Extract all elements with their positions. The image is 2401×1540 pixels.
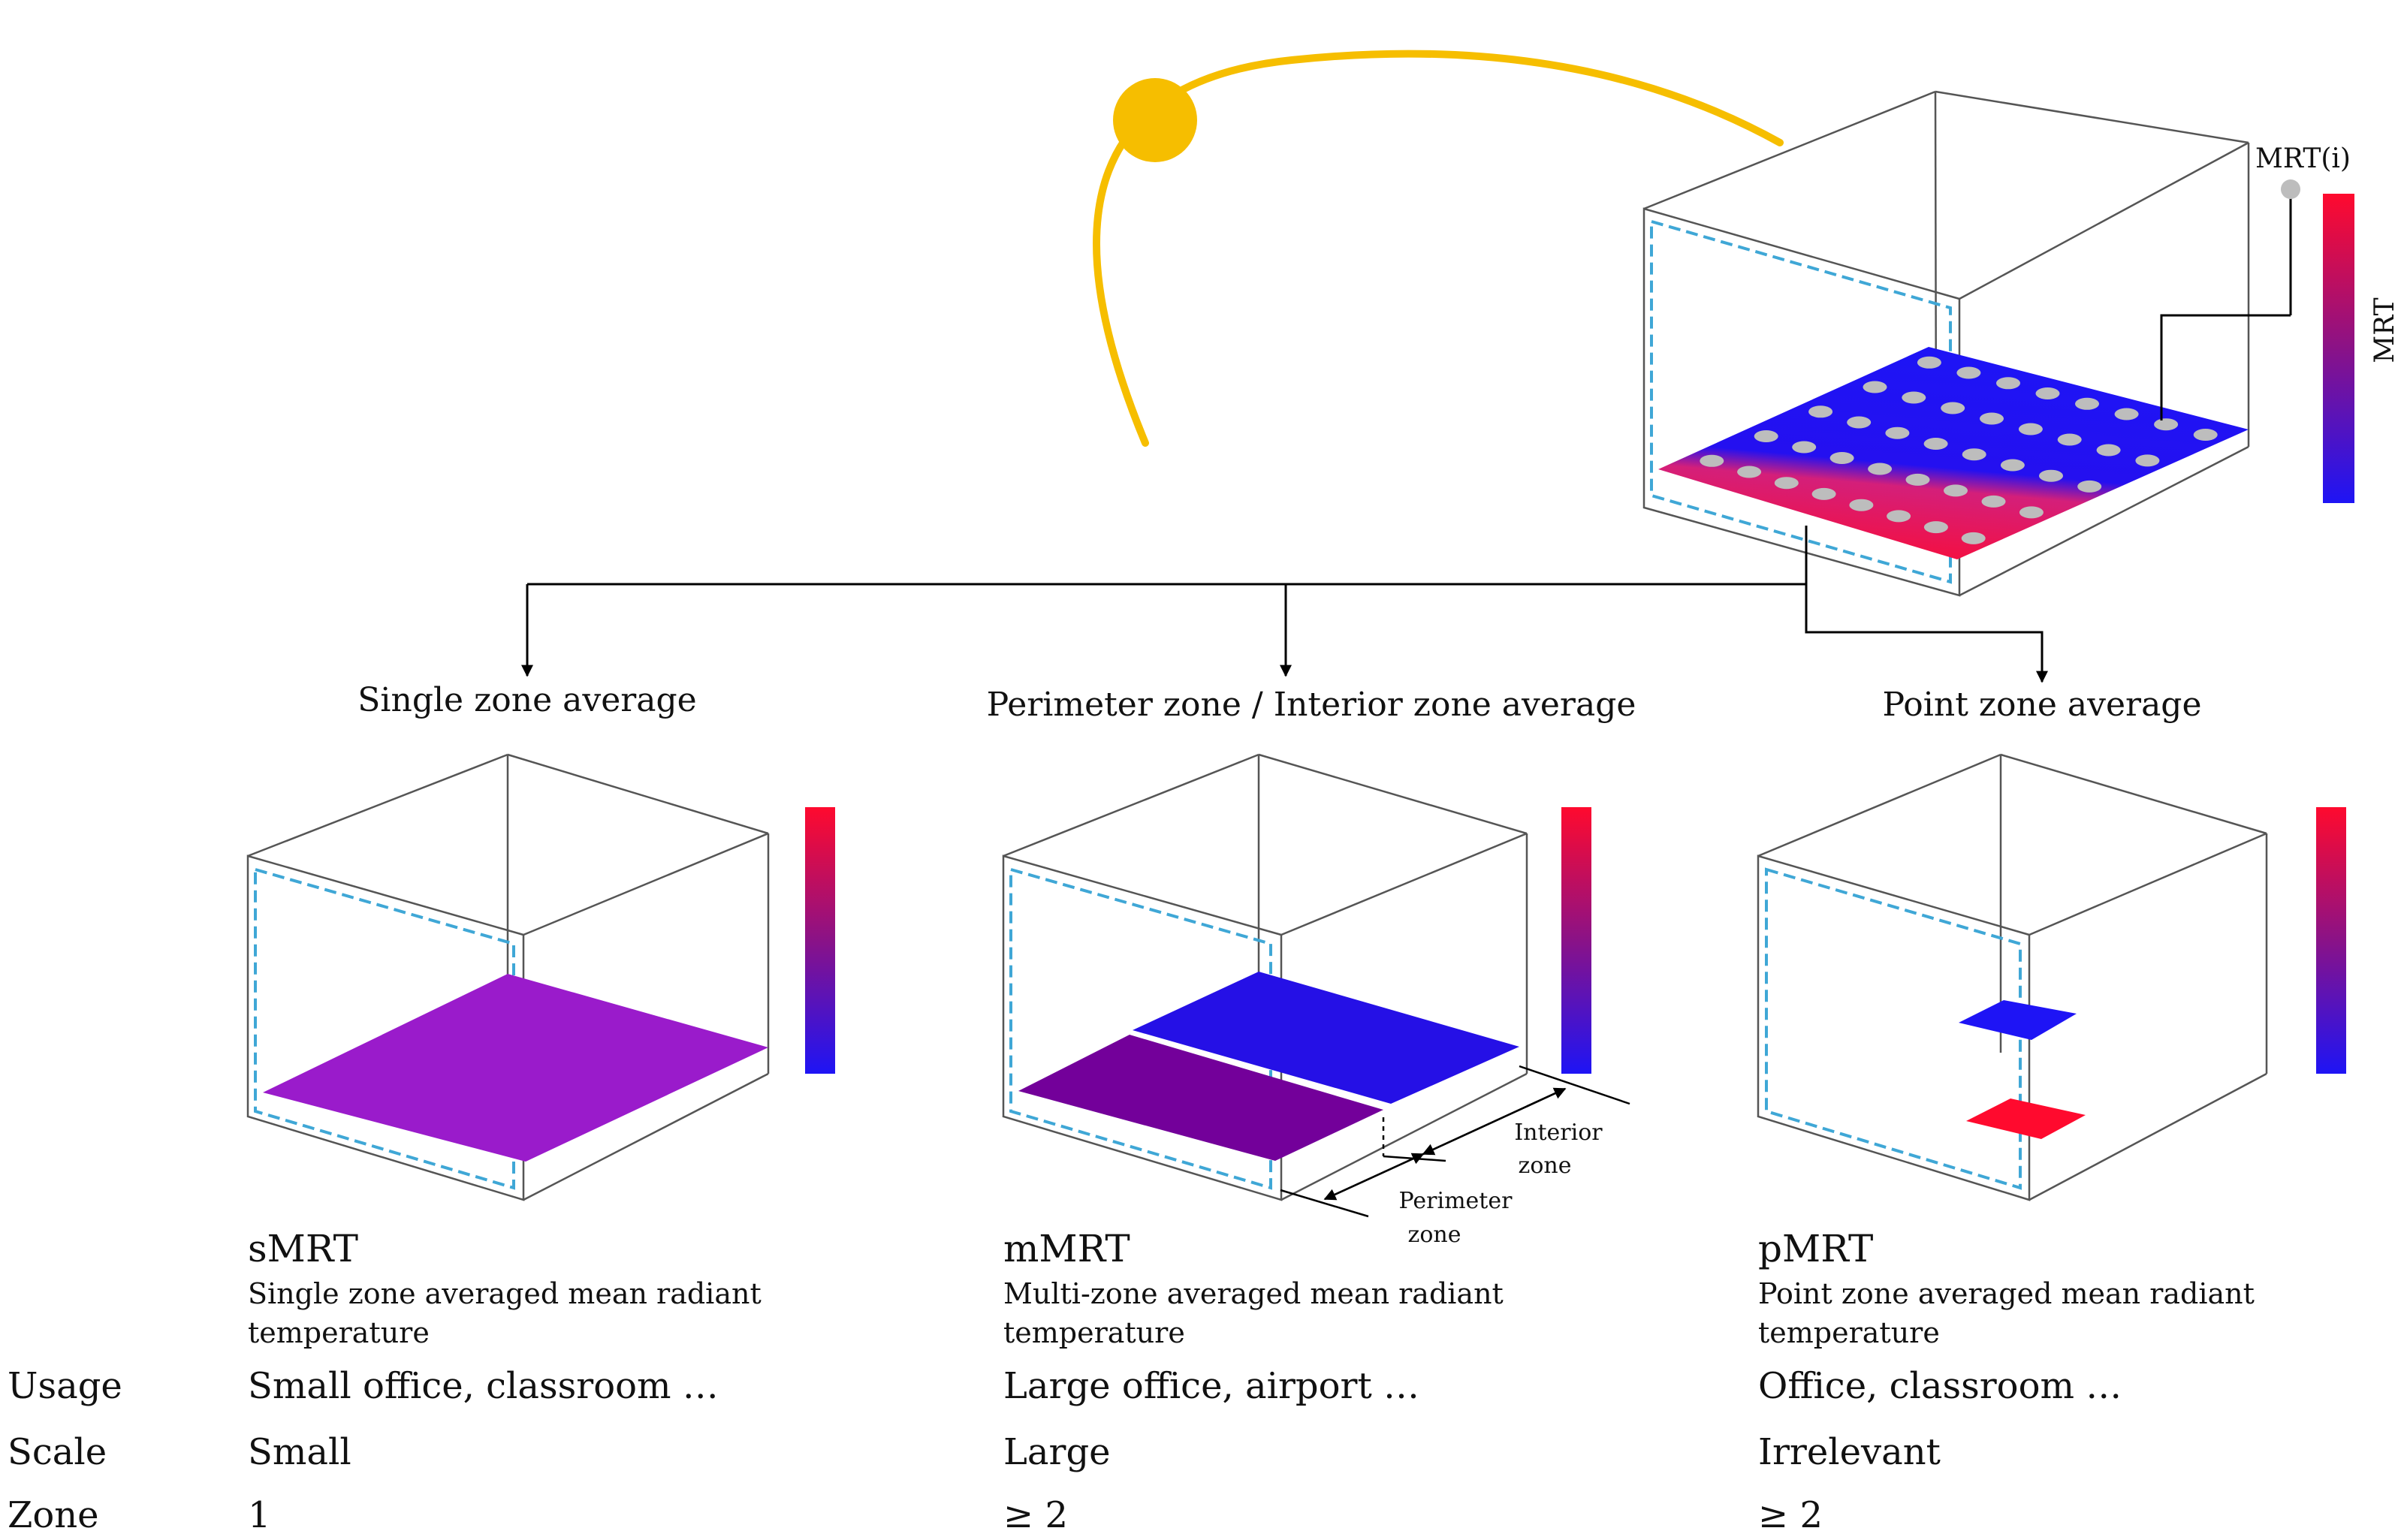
mmrt-interior-zone [1133, 972, 1519, 1104]
heading-point-zone: Point zone average [1882, 686, 2201, 724]
sensor-point [1774, 477, 1799, 490]
mmrt-colorbar [1561, 807, 1591, 1074]
sensor-point [1981, 495, 2006, 508]
sensor-point [2039, 469, 2063, 482]
mrt-sensor-label: MRT(i) [2255, 143, 2351, 174]
smrt-usage: Small office, classroom … [248, 1365, 719, 1407]
smrt-floor-average [263, 974, 768, 1162]
top-window [1650, 219, 1952, 584]
sensor-point [1754, 430, 1778, 442]
sun-path-arc [1093, 50, 1784, 447]
sensor-point [2018, 423, 2043, 435]
sensor-point [1917, 356, 1941, 369]
pmrt-window [1765, 867, 2022, 1190]
smrt-room [246, 753, 835, 1201]
heading-perimeter-interior: Perimeter zone / Interior zone average [987, 686, 1636, 724]
sensor-point [1996, 377, 2020, 390]
pmrt-room [1757, 753, 2346, 1201]
row-label-usage: Usage [8, 1365, 122, 1407]
mrt-sensor-leader [2160, 314, 2291, 420]
mmrt-dimension-lines [1280, 1065, 1630, 1218]
sensor-point [1941, 402, 1965, 414]
mmrt-usage: Large office, airport … [1003, 1365, 1419, 1407]
perimeter-zone-label-2: zone [1408, 1222, 1461, 1248]
sensor-point [2057, 433, 2082, 446]
sun-icon [1113, 78, 1197, 162]
sensor-point [1811, 487, 1836, 500]
sensor-point [1737, 466, 1762, 478]
sensor-point [1863, 381, 1887, 393]
smrt-colorbar [805, 807, 835, 1074]
mmrt-room: Interior zone Perimeter zone [1002, 753, 1630, 1248]
top-colorbar [2323, 194, 2354, 503]
sensor-point [1956, 366, 1981, 379]
pmrt-zone: ≥ 2 [1758, 1494, 1823, 1536]
sensor-point [1962, 448, 1986, 461]
sensor-point [2000, 459, 2025, 472]
pmrt-point-interior [1959, 1000, 2077, 1040]
sensor-point [1700, 454, 1724, 467]
sensor-point [2193, 429, 2218, 441]
sensor-point [2075, 397, 2099, 410]
sensor-point [1792, 441, 1817, 454]
row-label-zone: Zone [8, 1494, 99, 1536]
mmrt-perimeter-zone [1018, 1035, 1383, 1161]
mmrt-desc-line2: temperature [1003, 1316, 1185, 1349]
sensor-point [1849, 499, 1874, 511]
pmrt-colorbar [2316, 807, 2346, 1074]
sensor-point [1944, 484, 1968, 497]
smrt-desc-line1: Single zone averaged mean radiant [248, 1277, 762, 1310]
sensor-point [1923, 521, 1948, 534]
sensor-point [2035, 387, 2060, 399]
sensor-point [1868, 463, 1893, 475]
sensor-point [1847, 416, 1872, 429]
smrt-window [254, 867, 515, 1190]
sensor-point [2154, 418, 2179, 431]
sensor-point [1980, 412, 2004, 425]
sensor-point [2096, 444, 2121, 457]
sensor-point [1902, 391, 1926, 404]
pmrt-abbr: pMRT [1758, 1227, 1873, 1270]
interior-zone-label-2: zone [1519, 1153, 1572, 1179]
sensor-point [1923, 438, 1948, 450]
top-floor-heatmap [1658, 347, 2249, 559]
pmrt-desc-line2: temperature [1758, 1316, 1940, 1349]
pmrt-desc-line1: Point zone averaged mean radiant [1758, 1277, 2255, 1310]
mmrt-desc-line1: Multi-zone averaged mean radiant [1003, 1277, 1504, 1310]
top-scene: MRT(i) MRT [1093, 50, 2400, 597]
connector-lines [521, 526, 2048, 683]
sensor-point [1961, 532, 1986, 544]
mmrt-window [1009, 867, 1272, 1190]
mrt-sensor-icon [2281, 179, 2300, 199]
interior-zone-label-1: Interior [1514, 1120, 1603, 1146]
row-label-scale: Scale [8, 1431, 107, 1473]
smrt-abbr: sMRT [248, 1227, 358, 1270]
sensor-point [2077, 480, 2102, 493]
pmrt-usage: Office, classroom … [1758, 1365, 2122, 1407]
mmrt-zone: ≥ 2 [1003, 1494, 1068, 1536]
sensor-point [1885, 426, 1910, 439]
method-descriptions: sMRT Single zone averaged mean radiant t… [248, 1227, 2255, 1349]
top-room-box [1642, 90, 2250, 597]
mmrt-abbr: mMRT [1003, 1227, 1130, 1270]
smrt-scale: Small [248, 1431, 351, 1473]
mmrt-scale: Large [1003, 1431, 1111, 1473]
pmrt-point-perimeter [1966, 1098, 2086, 1139]
perimeter-zone-label-1: Perimeter [1399, 1188, 1513, 1214]
sensor-point [1829, 452, 1854, 464]
attribute-table: Usage Small office, classroom … Large of… [8, 1365, 2122, 1536]
top-colorbar-label: MRT [2369, 297, 2400, 363]
sensor-point [1887, 510, 1911, 523]
pmrt-scale: Irrelevant [1758, 1431, 1941, 1473]
smrt-zone: 1 [248, 1494, 271, 1536]
sensor-grid [1700, 356, 2218, 544]
sensor-point [1905, 473, 1930, 486]
smrt-desc-line2: temperature [248, 1316, 430, 1349]
sensor-point [1808, 405, 1833, 418]
heading-single-zone: Single zone average [357, 681, 696, 719]
sensor-point [2114, 408, 2139, 420]
sensor-point [2019, 506, 2044, 519]
sensor-point [2135, 454, 2160, 467]
